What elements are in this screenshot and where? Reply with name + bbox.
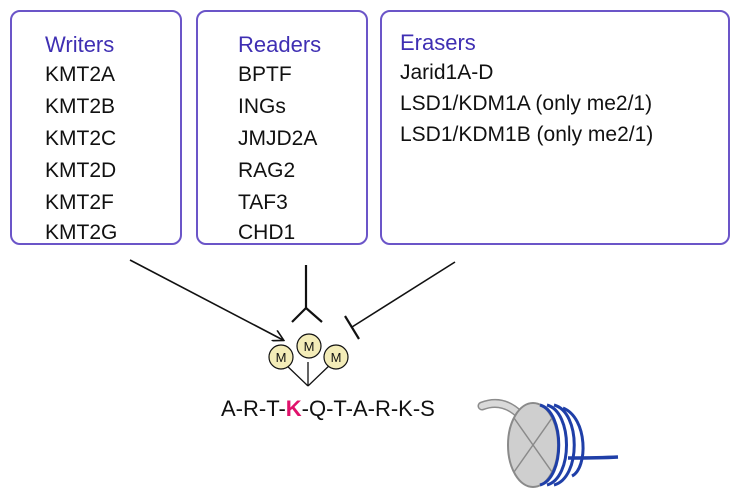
methyl-group-icon: M	[323, 344, 349, 370]
reader-item: INGs	[238, 95, 286, 118]
sequence-after: -Q-T-A-R-K-S	[302, 396, 435, 421]
eraser-item: LSD1/KDM1A (only me2/1)	[400, 92, 653, 115]
readers-title: Readers	[238, 32, 322, 57]
writer-item: KMT2G	[45, 221, 118, 244]
writer-item: KMT2C	[45, 127, 117, 150]
eraser-item: LSD1/KDM1B (only me2/1)	[400, 123, 654, 146]
erasers-title: Erasers	[400, 30, 476, 55]
readers-panel: Readers BPTF INGs JMJD2A RAG2 TAF3 CHD1	[196, 10, 368, 245]
methyl-group-icon: M	[268, 344, 294, 370]
reader-item: RAG2	[238, 159, 296, 182]
svg-text:M: M	[331, 350, 342, 365]
writer-arrow	[129, 259, 283, 340]
eraser-item: Jarid1A-D	[400, 61, 494, 84]
svg-text:M: M	[276, 350, 287, 365]
writer-item: KMT2D	[45, 159, 117, 182]
methylated-lysine: K	[286, 396, 302, 421]
sequence-before: A-R-T-	[221, 396, 286, 421]
reader-binding-symbol	[291, 265, 323, 323]
erasers-panel: Erasers Jarid1A-D LSD1/KDM1A (only me2/1…	[380, 10, 730, 245]
writers-panel: Writers KMT2A KMT2B KMT2C KMT2D KMT2F KM…	[10, 10, 182, 245]
reader-item: CHD1	[238, 221, 296, 244]
writer-item: KMT2A	[45, 63, 116, 86]
writer-item: KMT2B	[45, 95, 116, 118]
nucleosome-icon	[507, 402, 619, 488]
writer-item: KMT2F	[45, 191, 114, 214]
reader-item: BPTF	[238, 63, 292, 86]
eraser-inhibition-symbol	[344, 261, 456, 340]
methyl-group-icon: M	[296, 333, 322, 359]
methyl-stems	[282, 361, 334, 387]
reader-item: TAF3	[238, 191, 288, 214]
svg-text:M: M	[304, 339, 315, 354]
reader-item: JMJD2A	[238, 127, 318, 150]
writers-title: Writers	[45, 32, 115, 57]
peptide-sequence: A-R-T-K-Q-T-A-R-K-S	[221, 396, 435, 421]
